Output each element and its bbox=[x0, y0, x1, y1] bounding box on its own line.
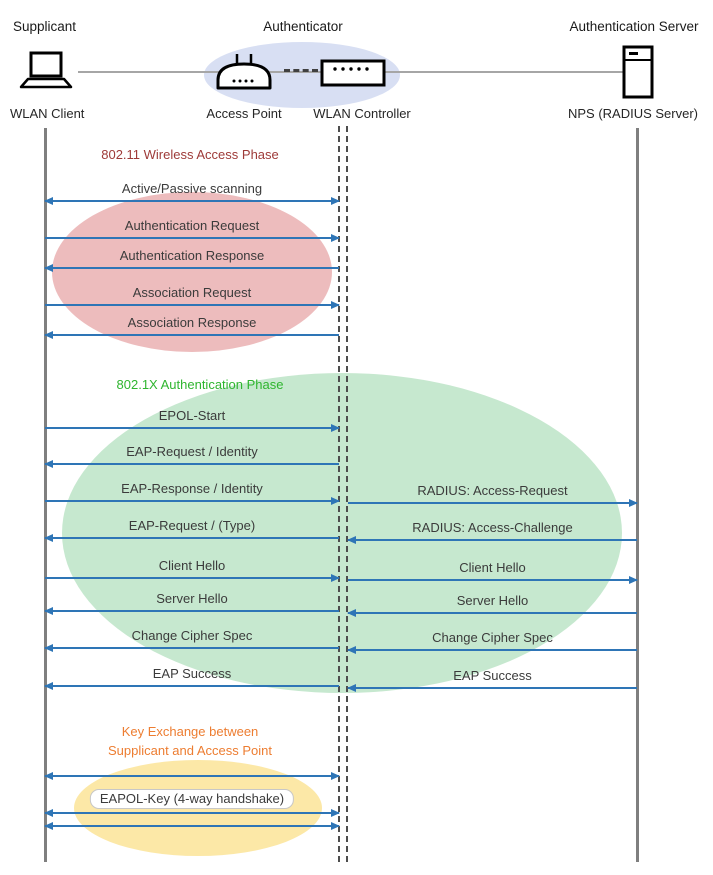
server-icon bbox=[622, 45, 654, 99]
message-arrow bbox=[44, 682, 339, 690]
arrowhead-right-icon bbox=[331, 809, 340, 817]
message-arrow bbox=[45, 301, 340, 309]
arrowhead-right-icon bbox=[629, 499, 638, 507]
message-arrow bbox=[44, 809, 340, 817]
arrowhead-left-icon bbox=[44, 534, 53, 542]
lifeline-wlan-controller-right bbox=[346, 126, 348, 862]
arrowhead-left-icon bbox=[44, 809, 53, 817]
lifeline-supplicant bbox=[44, 128, 47, 862]
message-label: EAP-Response / Identity bbox=[121, 481, 263, 496]
message-arrow bbox=[45, 497, 340, 505]
message-label: Client Hello bbox=[158, 558, 226, 573]
arrowhead-right-icon bbox=[331, 574, 340, 582]
message-arrow bbox=[45, 574, 340, 582]
arrowhead-right-icon bbox=[331, 497, 340, 505]
device-label-access-point: Access Point bbox=[206, 106, 282, 121]
message-label: Client Hello bbox=[459, 560, 526, 575]
wlan-controller-icon bbox=[320, 59, 386, 87]
arrowhead-right-icon bbox=[331, 234, 340, 242]
device-label-nps: NPS (RADIUS Server) bbox=[567, 106, 699, 121]
message-arrow bbox=[44, 772, 340, 780]
message-label: EAP Success bbox=[453, 668, 532, 683]
message-label: RADIUS: Access-Request bbox=[417, 483, 568, 498]
arrowhead-left-icon bbox=[44, 607, 53, 615]
actor-label-authentication-server: Authentication Server bbox=[569, 19, 699, 34]
message-arrow bbox=[44, 822, 340, 830]
arrowhead-left-icon bbox=[347, 609, 356, 617]
arrowhead-left-icon bbox=[44, 460, 53, 468]
message-label: Authentication Request bbox=[124, 218, 260, 233]
arrowhead-right-icon bbox=[331, 822, 340, 830]
message-arrow bbox=[44, 644, 339, 652]
message-arrow bbox=[347, 536, 637, 544]
phase-title-80211: 802.11 Wireless Access Phase bbox=[101, 147, 279, 162]
phase-title-8021x: 802.1X Authentication Phase bbox=[116, 377, 284, 392]
arrowhead-right-icon bbox=[331, 301, 340, 309]
message-arrow bbox=[348, 499, 638, 507]
arrowhead-right-icon bbox=[331, 424, 340, 432]
device-label-wlan-controller: WLAN Controller bbox=[313, 106, 411, 121]
message-label: Association Request bbox=[132, 285, 252, 300]
message-label: EAP Success bbox=[152, 666, 232, 681]
message-label: Server Hello bbox=[156, 591, 228, 606]
message-arrow bbox=[45, 424, 340, 432]
message-label: EAP-Request / Identity bbox=[126, 444, 258, 459]
message-label: EAPOL-Key (4-way handshake) bbox=[89, 789, 295, 809]
message-label: Server Hello bbox=[456, 593, 529, 608]
message-arrow bbox=[347, 684, 637, 692]
message-arrow bbox=[44, 264, 339, 272]
arrowhead-left-icon bbox=[347, 536, 356, 544]
lifeline-wlan-controller-left bbox=[338, 126, 340, 862]
message-arrow bbox=[347, 609, 637, 617]
arrowhead-left-icon bbox=[347, 684, 356, 692]
message-arrow bbox=[44, 331, 339, 339]
message-arrow bbox=[44, 534, 339, 542]
actor-label-supplicant: Supplicant bbox=[13, 19, 77, 34]
message-label: Authentication Response bbox=[119, 248, 265, 263]
message-label: EPOL-Start bbox=[158, 408, 226, 423]
arrowhead-left-icon bbox=[44, 331, 53, 339]
message-label: Association Response bbox=[127, 315, 257, 330]
message-label: Active/Passive scanning bbox=[121, 181, 263, 196]
actor-label-authenticator: Authenticator bbox=[263, 19, 343, 34]
message-arrow bbox=[44, 607, 339, 615]
device-label-wlan-client: WLAN Client bbox=[10, 106, 85, 121]
phase-title-key-exchange-line2: Supplicant and Access Point bbox=[107, 743, 273, 758]
arrowhead-left-icon bbox=[44, 264, 53, 272]
phase-ellipse-80211 bbox=[52, 192, 332, 352]
access-point-icon bbox=[216, 54, 272, 90]
message-arrow bbox=[348, 576, 638, 584]
arrowhead-left-icon bbox=[44, 644, 53, 652]
laptop-icon bbox=[19, 51, 73, 89]
message-label: Change Cipher Spec bbox=[432, 630, 553, 645]
message-arrow bbox=[44, 197, 340, 205]
phase-ellipse-8021x bbox=[62, 373, 622, 693]
topology-dashed-link bbox=[284, 69, 318, 72]
arrowhead-right-icon bbox=[331, 197, 340, 205]
arrowhead-right-icon bbox=[331, 772, 340, 780]
message-label: Change Cipher Spec bbox=[131, 628, 253, 643]
message-label: RADIUS: Access-Challenge bbox=[412, 520, 573, 535]
message-arrow bbox=[347, 646, 637, 654]
arrowhead-left-icon bbox=[347, 646, 356, 654]
arrowhead-left-icon bbox=[44, 822, 53, 830]
phase-title-key-exchange-line1: Key Exchange between bbox=[121, 724, 259, 739]
arrowhead-left-icon bbox=[44, 197, 53, 205]
arrowhead-left-icon bbox=[44, 772, 53, 780]
message-arrow bbox=[45, 234, 340, 242]
arrowhead-left-icon bbox=[44, 682, 53, 690]
lifeline-nps bbox=[636, 128, 639, 862]
phase-title-key-exchange: Key Exchange between Supplicant and Acce… bbox=[108, 722, 272, 760]
arrowhead-right-icon bbox=[629, 576, 638, 584]
message-arrow bbox=[44, 460, 339, 468]
message-label: EAP-Request / (Type) bbox=[128, 518, 256, 533]
